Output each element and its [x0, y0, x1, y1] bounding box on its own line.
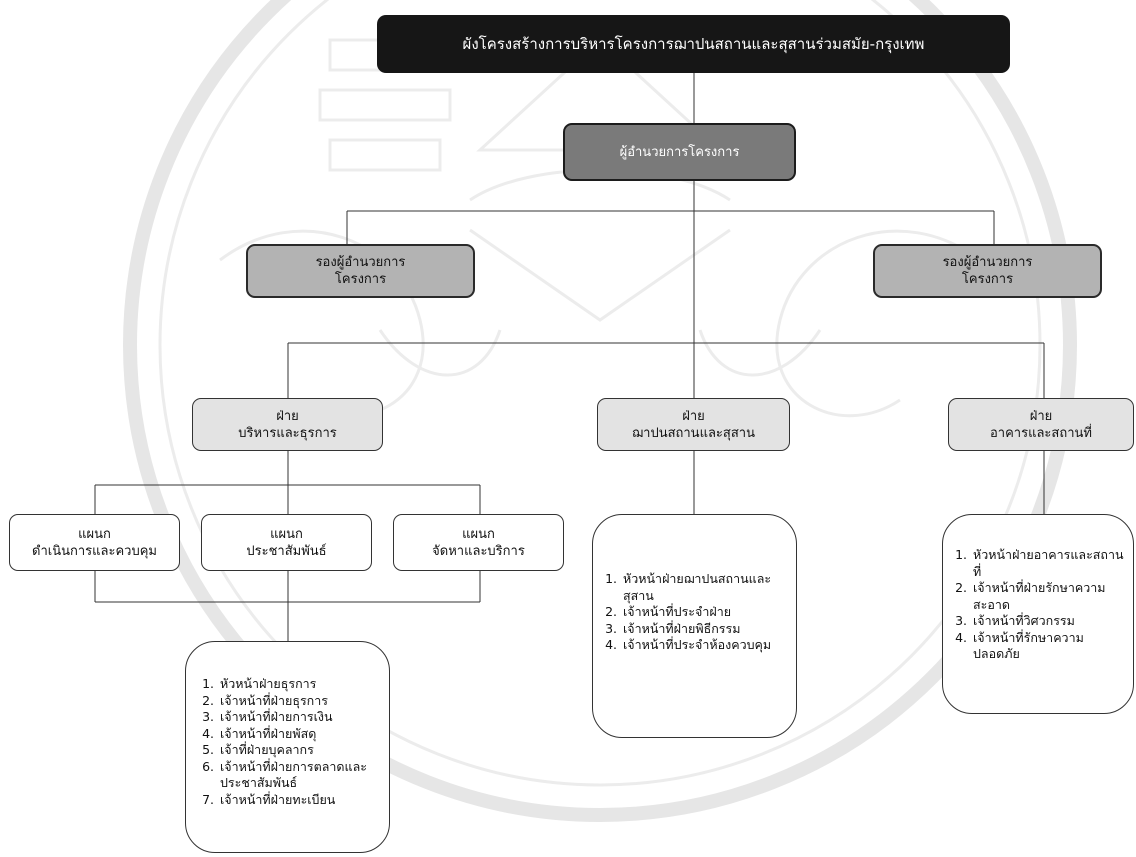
section-procurement-box: แผนก จัดหาและบริการ	[393, 514, 564, 571]
staff-admin-item: หัวหน้าฝ่ายธุรการ	[218, 676, 381, 693]
staff-crematorium-item: เจ้าหน้าที่ฝ่ายพิธีกรรม	[621, 621, 788, 638]
staff-list-admin: หัวหน้าฝ่ายธุรการ เจ้าหน้าที่ฝ่ายธุรการ …	[185, 641, 390, 853]
staff-building-list: หัวหน้าฝ่ายอาคารและสถานที่ เจ้าหน้าที่ฝ่…	[953, 547, 1127, 663]
chart-title-box: ผังโครงสร้างการบริหารโครงการฌาปนสถานและส…	[377, 15, 1010, 73]
staff-admin-list: หัวหน้าฝ่ายธุรการ เจ้าหน้าที่ฝ่ายธุรการ …	[200, 676, 381, 808]
staff-admin-item: เจ้าหน้าที่ฝ่ายทะเบียน	[218, 792, 381, 809]
staff-building-item: หัวหน้าฝ่ายอาคารและสถานที่	[971, 547, 1127, 580]
section-procurement-line1: แผนก	[462, 526, 495, 542]
section-pr-box: แผนก ประชาสัมพันธ์	[201, 514, 372, 571]
section-operations-line2: ดำเนินการและควบคุม	[32, 543, 157, 559]
staff-admin-item: เจ้าที่ฝ่ายบุคลากร	[218, 742, 381, 759]
deputy-left-line1: รองผู้อำนวยการ	[315, 255, 406, 270]
dept-admin-line2: บริหารและธุรการ	[238, 425, 337, 441]
director-box: ผู้อำนวยการโครงการ	[563, 123, 796, 181]
deputy-right-line2: โครงการ	[961, 272, 1014, 287]
deputy-right-line1: รองผู้อำนวยการ	[942, 255, 1033, 270]
staff-admin-item: เจ้าหน้าที่ฝ่ายพัสดุ	[218, 726, 381, 743]
section-operations-box: แผนก ดำเนินการและควบคุม	[9, 514, 180, 571]
deputy-director-right-box: รองผู้อำนวยการ โครงการ	[873, 244, 1102, 298]
staff-list-crematorium: หัวหน้าฝ่ายฌาปนสถานและสุสาน เจ้าหน้าที่ป…	[592, 514, 797, 738]
section-pr-line2: ประชาสัมพันธ์	[246, 543, 327, 559]
deputy-left-line2: โครงการ	[334, 272, 387, 287]
dept-building-box: ฝ่าย อาคารและสถานที่	[948, 398, 1134, 451]
dept-building-line1: ฝ่าย	[1029, 408, 1053, 424]
dept-crematorium-box: ฝ่าย ฌาปนสถานและสุสาน	[597, 398, 790, 451]
staff-admin-item: เจ้าหน้าที่ฝ่ายการเงิน	[218, 709, 381, 726]
dept-crematorium-line2: ฌาปนสถานและสุสาน	[632, 425, 755, 441]
staff-building-item: เจ้าหน้าที่ฝ่ายรักษาความสะอาด	[971, 580, 1127, 613]
staff-crematorium-item: เจ้าหน้าที่ประจำฝ่าย	[621, 604, 788, 621]
staff-crematorium-item: หัวหน้าฝ่ายฌาปนสถานและสุสาน	[621, 571, 788, 604]
section-procurement-line2: จัดหาและบริการ	[432, 543, 525, 559]
dept-crematorium-line1: ฝ่าย	[682, 408, 705, 424]
staff-admin-item: เจ้าหน้าที่ฝ่ายการตลาดและประชาสัมพันธ์	[218, 759, 381, 792]
director-label: ผู้อำนวยการโครงการ	[619, 144, 740, 160]
staff-building-item: เจ้าหน้าที่รักษาความปลอดภัย	[971, 630, 1127, 663]
staff-admin-item: เจ้าหน้าที่ฝ่ายธุรการ	[218, 693, 381, 710]
staff-crematorium-list: หัวหน้าฝ่ายฌาปนสถานและสุสาน เจ้าหน้าที่ป…	[603, 571, 788, 654]
deputy-director-left-box: รองผู้อำนวยการ โครงการ	[246, 244, 475, 298]
staff-crematorium-item: เจ้าหน้าที่ประจำห้องควบคุม	[621, 637, 788, 654]
staff-list-building: หัวหน้าฝ่ายอาคารและสถานที่ เจ้าหน้าที่ฝ่…	[942, 514, 1134, 714]
dept-admin-box: ฝ่าย บริหารและธุรการ	[192, 398, 383, 451]
chart-title: ผังโครงสร้างการบริหารโครงการฌาปนสถานและส…	[462, 34, 925, 53]
dept-admin-line1: ฝ่าย	[276, 408, 299, 424]
staff-building-item: เจ้าหน้าที่วิศวกรรม	[971, 613, 1127, 630]
dept-building-line2: อาคารและสถานที่	[990, 425, 1092, 441]
section-pr-line1: แผนก	[270, 526, 303, 542]
section-operations-line1: แผนก	[78, 526, 111, 542]
